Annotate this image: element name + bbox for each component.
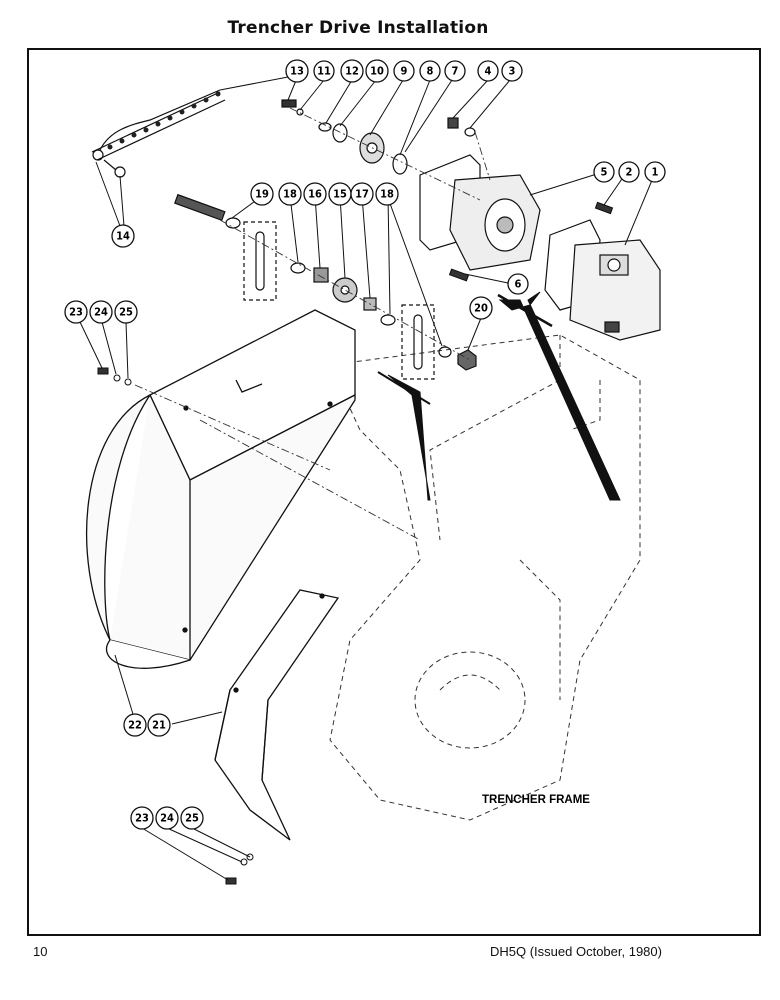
hydraulic-motor-assembly xyxy=(419,154,661,341)
idler-row xyxy=(174,193,477,380)
callout-20: 20 xyxy=(469,296,493,320)
callout-15: 15 xyxy=(328,182,352,206)
callout-number: 18 xyxy=(283,188,297,201)
callout-number: 1 xyxy=(652,166,659,179)
callout-7: 7 xyxy=(444,60,466,82)
callout-13: 13 xyxy=(285,59,309,83)
callout-number: 10 xyxy=(370,65,384,78)
callout-23-upper: 23 xyxy=(64,300,88,324)
callout-14: 14 xyxy=(111,224,135,248)
callout-number: 23 xyxy=(69,306,83,319)
callout-2: 2 xyxy=(618,161,640,183)
callout-number: 9 xyxy=(401,65,408,78)
callout-18-lower: 18 xyxy=(375,182,399,206)
alignment-lines xyxy=(134,107,491,541)
callout-number: 24 xyxy=(94,306,108,319)
callout-number: 14 xyxy=(116,230,130,243)
callout-number: 20 xyxy=(474,302,488,315)
callout-number: 6 xyxy=(515,278,522,291)
trencher-frame-outline xyxy=(329,334,641,821)
callout-17: 17 xyxy=(350,182,374,206)
top-hardware-row xyxy=(281,99,476,175)
bottom-screws xyxy=(225,853,254,885)
trencher-frame-label: TRENCHER FRAME xyxy=(482,794,590,806)
callout-number: 7 xyxy=(452,65,459,78)
callout-10: 10 xyxy=(365,59,389,83)
callout-9: 9 xyxy=(393,60,415,82)
callout-25-upper: 25 xyxy=(114,300,138,324)
callout-3: 3 xyxy=(501,60,523,82)
callout-25-lower: 25 xyxy=(180,806,204,830)
callout-number: 4 xyxy=(485,65,492,78)
callout-12: 12 xyxy=(340,59,364,83)
callout-number: 16 xyxy=(308,188,322,201)
left-screws xyxy=(97,367,132,386)
callout-number: 2 xyxy=(626,166,633,179)
callout-number: 25 xyxy=(185,812,199,825)
callout-24-upper: 24 xyxy=(89,300,113,324)
page-title: Trencher Drive Installation xyxy=(227,18,489,38)
chain-guard xyxy=(85,309,356,669)
callout-4: 4 xyxy=(477,60,499,82)
frame-pointer-arrows xyxy=(377,291,621,501)
callout-23-lower: 23 xyxy=(130,806,154,830)
callout-19: 19 xyxy=(250,182,274,206)
callout-8: 8 xyxy=(419,60,441,82)
callout-16: 16 xyxy=(303,182,327,206)
callout-24-lower: 24 xyxy=(155,806,179,830)
callout-22: 22 xyxy=(123,713,147,737)
callout-number: 25 xyxy=(119,306,133,319)
page-number: 10 xyxy=(33,944,48,959)
callout-number: 8 xyxy=(427,65,434,78)
callout-number: 3 xyxy=(509,65,516,78)
callout-number: 13 xyxy=(290,65,304,78)
drive-chain xyxy=(91,89,226,178)
callout-number: 17 xyxy=(355,188,369,201)
callout-number: 22 xyxy=(128,719,142,732)
callout-number: 19 xyxy=(255,188,269,201)
callout-5: 5 xyxy=(593,161,615,183)
callout-number: 18 xyxy=(380,188,394,201)
callout-11: 11 xyxy=(313,60,335,82)
callout-number: 23 xyxy=(135,812,149,825)
callout-number: 21 xyxy=(152,719,166,732)
motor-bolts xyxy=(448,201,614,282)
lower-guard-panel xyxy=(214,589,340,841)
callout-21: 21 xyxy=(147,713,171,737)
callout-1: 1 xyxy=(644,161,666,183)
callout-18-upper: 18 xyxy=(278,182,302,206)
callout-number: 12 xyxy=(345,65,359,78)
callout-number: 24 xyxy=(160,812,174,825)
callout-6: 6 xyxy=(507,273,529,295)
chain-links xyxy=(107,91,221,150)
callout-number: 5 xyxy=(601,166,608,179)
document-id: DH5Q (Issued October, 1980) xyxy=(490,944,662,959)
diagram-frame xyxy=(27,48,761,936)
callout-number: 15 xyxy=(333,188,347,201)
callout-number: 11 xyxy=(317,65,331,78)
